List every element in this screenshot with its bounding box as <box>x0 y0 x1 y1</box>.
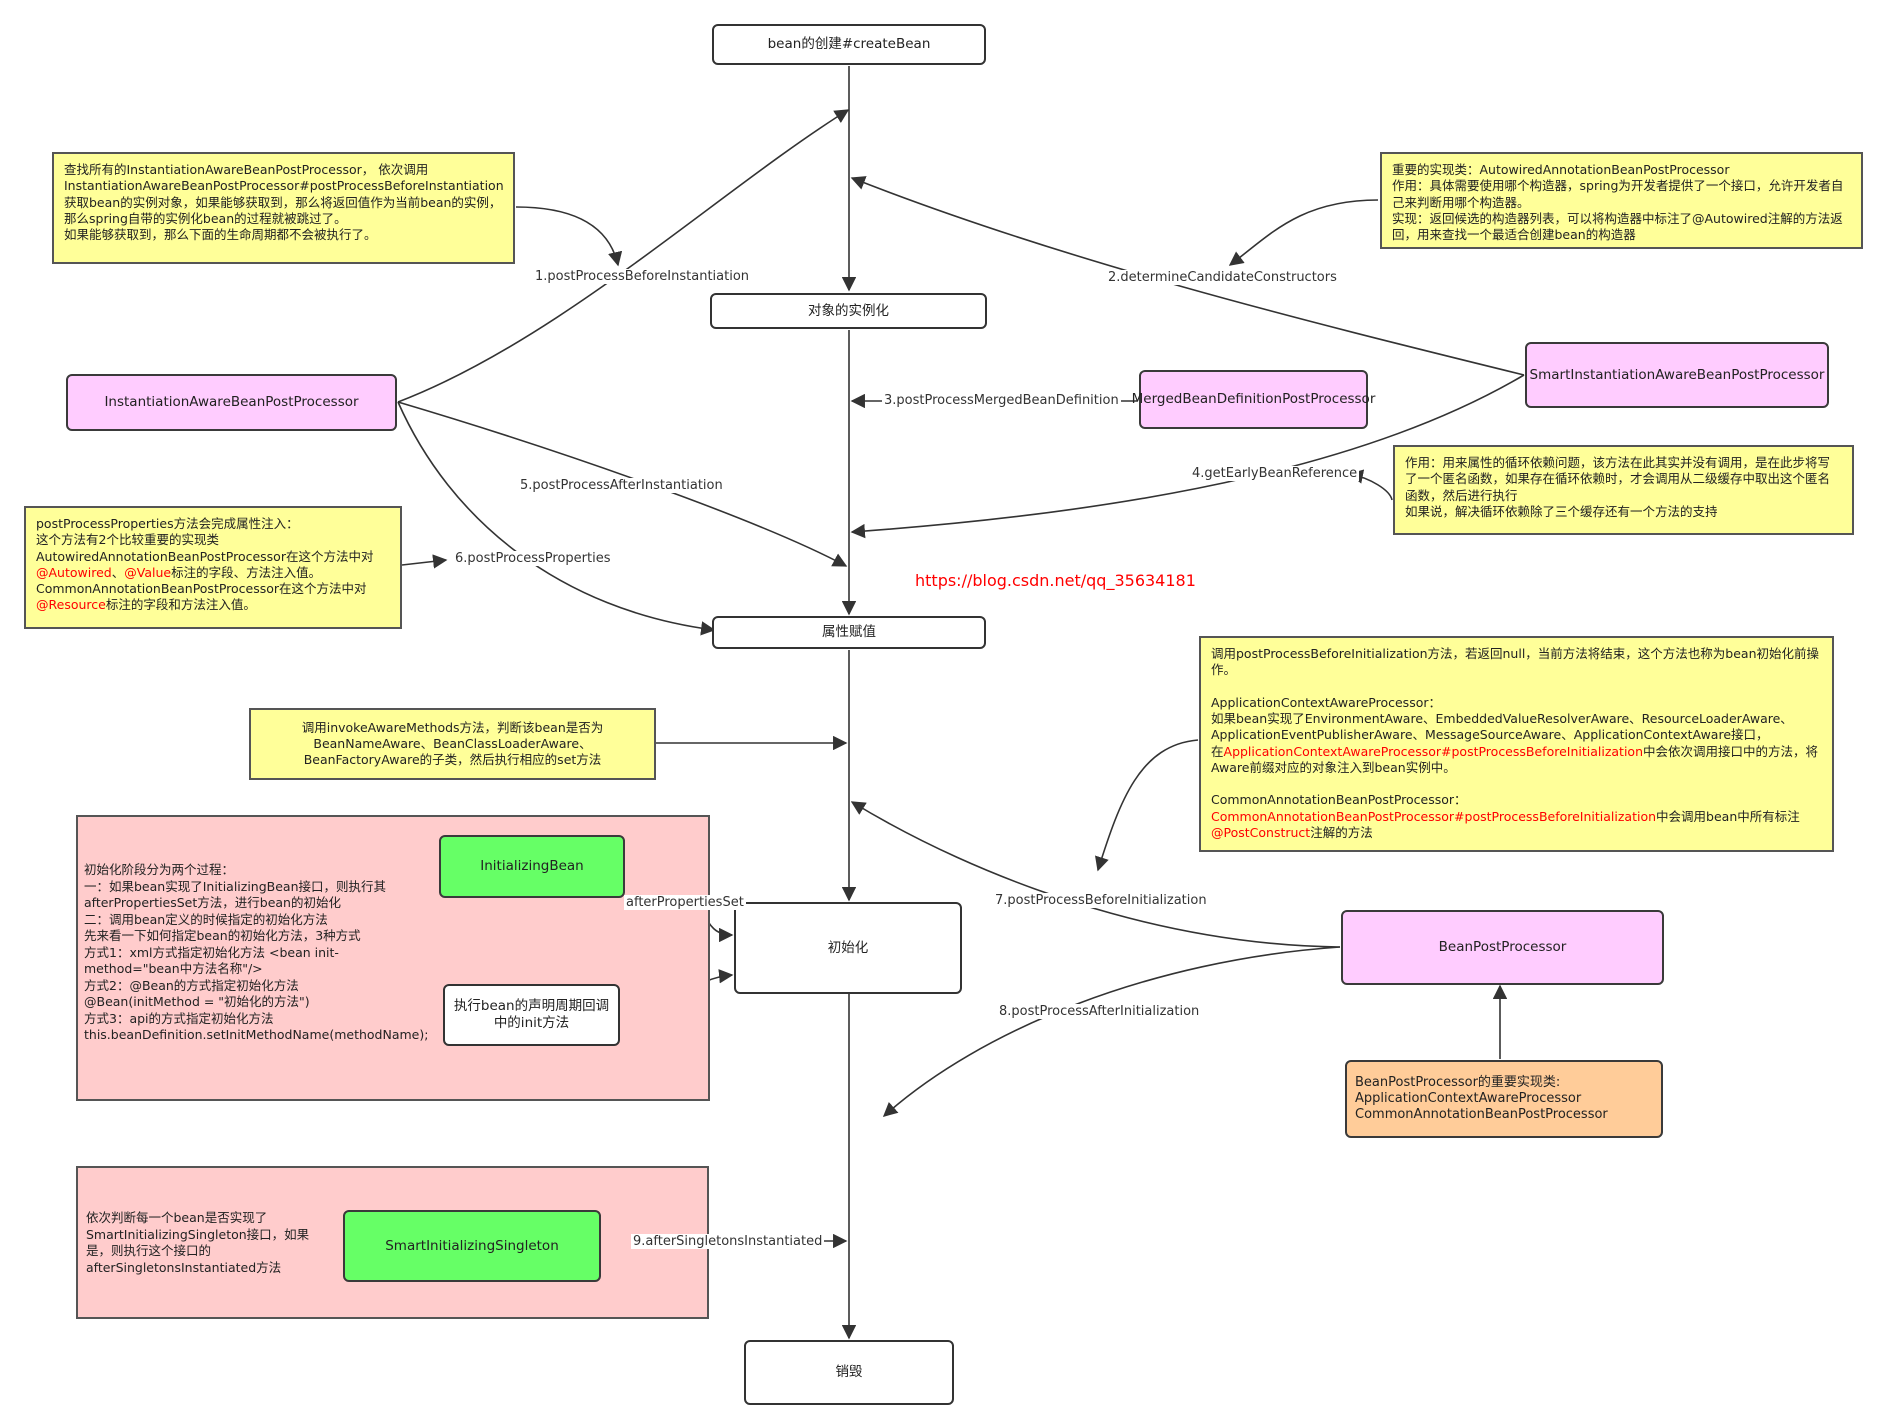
note-before-initialization: 调用postProcessBeforeInitialization方法，若返回n… <box>1199 636 1834 852</box>
ppp-sep: 、 <box>111 564 125 580</box>
edge-note6 <box>401 554 448 569</box>
note-early-bean-reference: 作用：用来属性的循环依赖问题，该方法在此其实并没有调用，是在此步将写了一个匿名函… <box>1393 445 1854 535</box>
note-before-instantiation: 查找所有的InstantiationAwareBeanPostProcessor… <box>52 152 515 264</box>
instantiation-aware-processor-box: InstantiationAwareBeanPostProcessor <box>66 374 397 431</box>
label-step2: 2.determineCandidateConstructors <box>1106 270 1339 285</box>
note-invoke-aware-methods: 调用invokeAwareMethods方法，判断该bean是否为BeanNam… <box>249 708 656 780</box>
ppp-text-3: 标注的字段和方法注入值。 <box>105 597 256 613</box>
initialization-box: 初始化 <box>734 902 962 994</box>
edge-note2 <box>1228 199 1379 266</box>
ppp-text-1: postProcessProperties方法会完成属性注入： 这个方法有2个比… <box>36 516 374 564</box>
ppp-value: @Value <box>124 564 172 580</box>
populate-box: 属性赋值 <box>712 616 986 649</box>
edge-step6 <box>397 401 716 636</box>
bean-post-processor-impls-text: BeanPostProcessor的重要实现类: ApplicationCont… <box>1355 1074 1608 1123</box>
label-step1: 1.postProcessBeforeInstantiation <box>533 269 752 284</box>
label-step3: 3.postProcessMergedBeanDefinition <box>882 393 1121 408</box>
bean-post-processor-impls-box: BeanPostProcessor的重要实现类: ApplicationCont… <box>1345 1060 1663 1138</box>
smart-singleton-group-text: 依次判断每一个bean是否实现了SmartInitializingSinglet… <box>86 1210 310 1275</box>
edge-note7 <box>1095 739 1199 872</box>
instantiation-box: 对象的实例化 <box>710 293 987 329</box>
ppp-resource: @Resource <box>36 597 106 613</box>
bpi-text-4: 注解的方法 <box>1310 824 1373 840</box>
bean-post-processor-box: BeanPostProcessor <box>1341 910 1664 985</box>
label-step6: 6.postProcessProperties <box>453 551 613 566</box>
edge-step1 <box>397 109 850 403</box>
label-step7: 7.postProcessBeforeInitialization <box>993 893 1209 908</box>
bpi-text-3: 中会调用bean中所有标注 <box>1656 808 1800 824</box>
bpi-text-2: 中会依次调用接口中的方法，将Aware前缀对应的对象注入到bean实例中。 Co… <box>1211 743 1819 808</box>
initializing-bean-box: InitializingBean <box>439 835 625 898</box>
smart-instantiation-aware-processor-box: SmartInstantiationAwareBeanPostProcessor <box>1525 342 1829 408</box>
bpi-red-1: ApplicationContextAwareProcessor#postPro… <box>1223 743 1643 759</box>
bpi-red-2: CommonAnnotationBeanPostProcessor#postPr… <box>1211 808 1657 824</box>
note-post-process-properties: postProcessProperties方法会完成属性注入： 这个方法有2个比… <box>24 506 402 629</box>
ppp-autowired: @Autowired <box>36 564 112 580</box>
create-bean-box: bean的创建#createBean <box>712 24 986 65</box>
label-step9: 9.afterSingletonsInstantiated <box>631 1234 825 1249</box>
note-determine-constructors: 重要的实现类：AutowiredAnnotationBeanPostProces… <box>1380 152 1863 249</box>
label-step8: 8.postProcessAfterInitialization <box>997 1004 1202 1019</box>
label-step4: 4.getEarlyBeanReference <box>1190 466 1360 481</box>
label-after-properties-set: afterPropertiesSet <box>624 895 746 910</box>
initialization-group-text: 初始化阶段分为两个过程： 一：如果bean实现了InitializingBean… <box>84 862 429 1042</box>
edge-note1 <box>515 206 623 267</box>
ppp-text-2: 标注的字段、方法注入值。 CommonAnnotationBeanPostPro… <box>36 564 367 596</box>
watermark: https://blog.csdn.net/qq_35634181 <box>915 571 1196 590</box>
init-method-box: 执行bean的声明周期回调中的init方法 <box>443 984 620 1046</box>
invoke-aware-text: 调用invokeAwareMethods方法，判断该bean是否为BeanNam… <box>301 719 604 768</box>
merged-bean-definition-processor-box: MergedBeanDefinitionPostProcessor <box>1132 370 1375 429</box>
destroy-box: 销毁 <box>744 1340 954 1405</box>
bpi-text-1: 调用postProcessBeforeInitialization方法，若返回n… <box>1211 646 1820 759</box>
label-step5: 5.postProcessAfterInstantiation <box>518 478 725 493</box>
edge-step2 <box>850 176 1525 376</box>
smart-initializing-singleton-box: SmartInitializingSingleton <box>343 1210 601 1282</box>
bpi-red-3: @PostConstruct <box>1211 824 1311 840</box>
